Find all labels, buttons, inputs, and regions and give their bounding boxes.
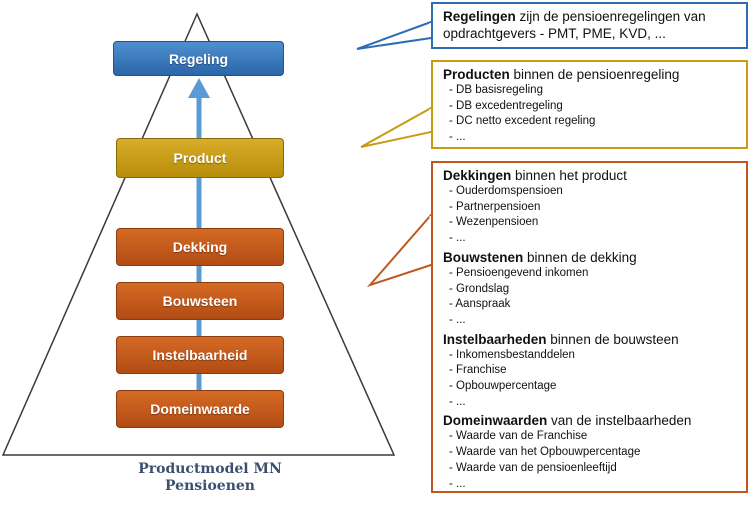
list-item: - ... (449, 131, 466, 144)
section-dekkingen-text: binnen het product (511, 168, 627, 183)
list-item: - Pensioengevend inkomen (449, 266, 589, 279)
section-instelbaarheden-text: binnen de bouwsteen (546, 331, 679, 347)
list-item: - Wezenpensioen (449, 216, 539, 229)
callout-product-list: - DB basisregeling - DB excedentregeling… (443, 83, 738, 146)
section-bouwstenen-text: binnen de dekking (523, 249, 637, 265)
list-item: - ... (449, 477, 466, 490)
list-item: - Waarde van de pensioenleeftijd (449, 461, 617, 474)
caption-line-2: Pensioenen (165, 478, 255, 494)
list-item: - Ouderdomspensioen (449, 185, 563, 197)
callout-product-term: Producten (443, 67, 510, 82)
list-item: - Inkomensbestanddelen (449, 348, 575, 361)
list-item: - Partnerpensioen (449, 200, 541, 213)
callout-regeling-line2: opdrachtgevers - PMT, PME, KVD, ... (443, 26, 666, 41)
hierarchy-arrow-head (188, 78, 210, 98)
callout-regeling-text: zijn de pensioenregelingen van (515, 9, 706, 24)
section-domeinwaarden-term: Domeinwaarden (443, 413, 548, 429)
level-domeinwaarde-box: Domeinwaarde (116, 390, 284, 428)
callout-product-heading: Producten binnen de pensioenregeling (443, 66, 738, 83)
list-item: - DB basisregeling (449, 84, 543, 96)
list-item: - ... (449, 232, 466, 245)
section-dekkingen-term: Dekkingen (443, 168, 512, 183)
list-item: - ... (449, 313, 466, 326)
diagram-caption: Productmodel MN Pensioenen (90, 461, 330, 495)
section-dekkingen: Dekkingen binnen het product - Ouderdoms… (443, 167, 738, 247)
list-item: - Grondslag (449, 282, 510, 295)
callout-product: Producten binnen de pensioenregeling - D… (431, 60, 748, 149)
list-item: - Waarde van de Franchise (449, 430, 588, 443)
section-domeinwaarden-text: van de instelbaarheden (547, 413, 692, 429)
callout-regeling-term: Regelingen (443, 9, 516, 24)
list-item: - Waarde van het Opbouwpercentage (449, 446, 641, 459)
list-item: - DB excedentregeling (449, 99, 563, 112)
list-item: - ... (449, 395, 466, 408)
caption-line-1: Productmodel MN (138, 461, 282, 477)
level-regeling-box: Regeling (113, 41, 284, 76)
list-item: - Franchise (449, 364, 507, 377)
level-instelbaarheid-box: Instelbaarheid (116, 336, 284, 374)
callout-regeling: Regelingen zijn de pensioenregelingen va… (431, 2, 748, 49)
section-domeinwaarden: Domeinwaarden van de instelbaarheden - W… (443, 412, 738, 492)
level-product-box: Product (116, 138, 284, 178)
list-item: - DC netto excedent regeling (449, 115, 596, 128)
callout-product-text: binnen de pensioenregeling (509, 67, 680, 82)
level-dekking-box: Dekking (116, 228, 284, 266)
callout-dekking-pointer (366, 212, 432, 288)
callout-regeling-line1: Regelingen zijn de pensioenregelingen va… (443, 8, 738, 25)
pyramid-outline (1, 12, 396, 456)
section-bouwstenen-term: Bouwstenen (443, 249, 524, 265)
callout-dekking: Dekkingen binnen het product - Ouderdoms… (431, 161, 748, 493)
callout-regeling-pointer (356, 20, 432, 50)
section-bouwstenen: Bouwstenen binnen de dekking - Pensioeng… (443, 249, 738, 329)
list-item: - Opbouwpercentage (449, 380, 557, 393)
callout-product-pointer (360, 106, 432, 148)
section-instelbaarheden: Instelbaarheden binnen de bouwsteen - In… (443, 331, 738, 411)
section-instelbaarheden-term: Instelbaarheden (443, 331, 547, 347)
list-item: - Aanspraak (449, 298, 511, 311)
level-bouwsteen-box: Bouwsteen (116, 282, 284, 320)
